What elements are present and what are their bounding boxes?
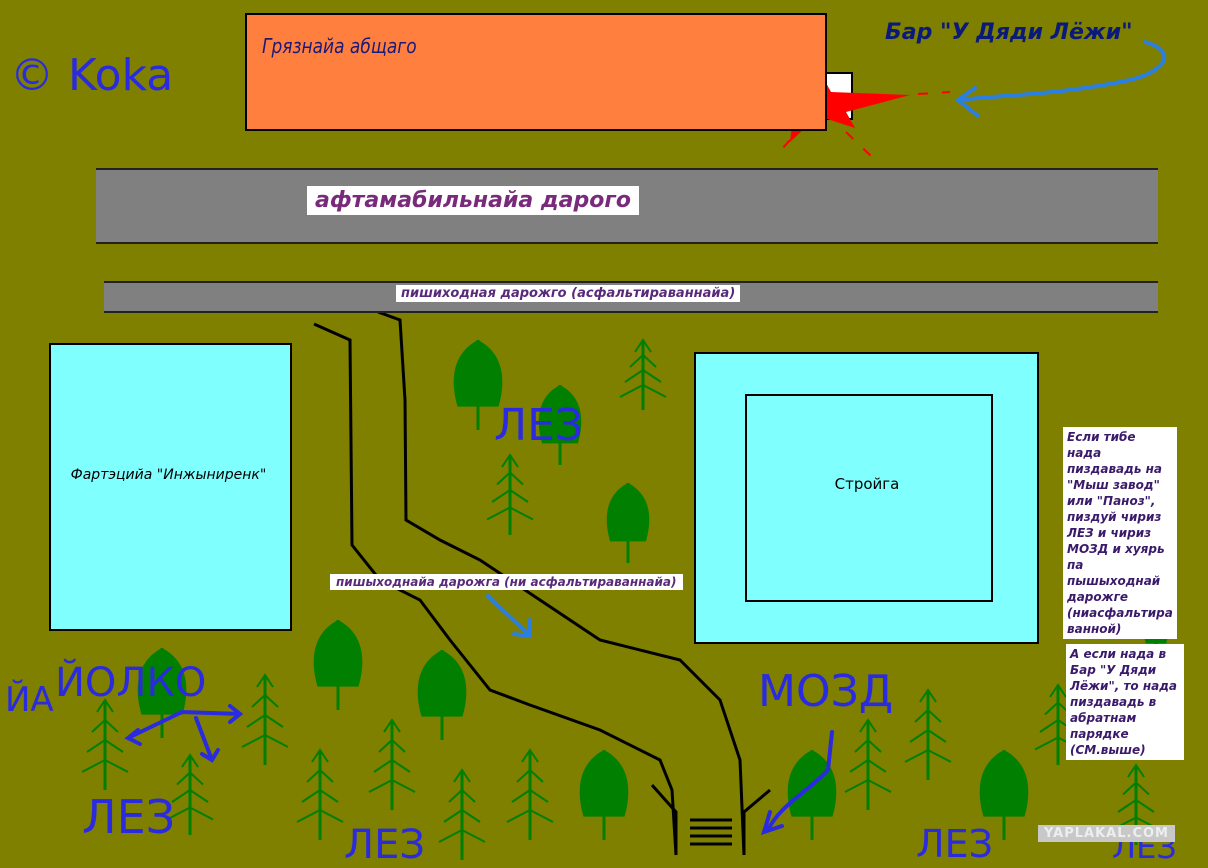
route-note-factory: Если тибе нада пиздавадь на "Мыш завод" … bbox=[1063, 427, 1177, 639]
road-label: афтамабильнайа дарого bbox=[307, 186, 639, 215]
watermark: YAPLAKAL.COM bbox=[1038, 825, 1175, 842]
forest-label-bottom-left: ЛЕЗ bbox=[82, 790, 176, 844]
tree-icon bbox=[241, 673, 289, 765]
tree-icon bbox=[579, 750, 629, 840]
tree-icon bbox=[486, 453, 534, 535]
faculty-building bbox=[49, 343, 292, 631]
blue-arrows bbox=[124, 40, 1167, 836]
tree-icon bbox=[368, 718, 416, 810]
tree-icon bbox=[453, 340, 503, 430]
tree-icon bbox=[904, 688, 952, 780]
trees bbox=[81, 338, 1169, 860]
tree-icon bbox=[844, 718, 892, 810]
author-signature: © Koka bbox=[10, 50, 174, 101]
tree-icon bbox=[417, 650, 467, 740]
trees-side-label: ЙА bbox=[5, 680, 54, 720]
dirt-path-bridge-left bbox=[650, 784, 678, 855]
bar-arrow-icon bbox=[954, 40, 1167, 118]
trees-label: ЙОЛКО bbox=[55, 660, 207, 706]
construction-site-inner bbox=[745, 394, 993, 602]
route-note-bar: А если нада в Бар "У Дяди Лёжи", то нада… bbox=[1066, 644, 1184, 760]
forest-label-bottom: ЛЕЗ bbox=[344, 822, 425, 868]
forest-label-bottom-right: ЛЕЗ bbox=[916, 822, 993, 866]
dirt-path-arrow-icon bbox=[486, 594, 532, 639]
tree-icon bbox=[313, 620, 363, 710]
paved-walkway-label: пишиходная дарожго (асфальтираваннайа) bbox=[396, 285, 741, 302]
bridge-icon bbox=[690, 818, 732, 846]
forest-label-center: ЛЕЗ bbox=[494, 400, 584, 451]
dormitory-building bbox=[245, 13, 827, 131]
tree-icon bbox=[619, 338, 667, 410]
bridge-arrow-icon bbox=[760, 730, 834, 836]
tree-icon bbox=[438, 768, 486, 860]
tree-icon bbox=[979, 750, 1029, 840]
dirt-path-label: пишыходнайа дарожга (ни асфальтираваннай… bbox=[330, 574, 683, 590]
tree-icon bbox=[538, 385, 582, 465]
tree-icon bbox=[166, 753, 214, 835]
tree-icon bbox=[506, 748, 554, 840]
tree-icon bbox=[296, 748, 344, 840]
bridge-label: МОЗД bbox=[758, 666, 894, 717]
tree-icon bbox=[81, 698, 129, 790]
trees-arrow-icon bbox=[124, 704, 244, 763]
dirt-path-bridge-right bbox=[742, 788, 771, 855]
dirt-path-left-edge bbox=[313, 322, 678, 856]
bar-label: Бар "У Дяди Лёжи" bbox=[885, 20, 1133, 45]
tree-icon bbox=[606, 483, 650, 563]
dormitory-label: Грязнайа абщаго bbox=[262, 34, 417, 58]
faculty-label: Фартэцийа "Инжыниренк" bbox=[70, 467, 267, 483]
construction-site-label: Стройга bbox=[834, 475, 900, 493]
